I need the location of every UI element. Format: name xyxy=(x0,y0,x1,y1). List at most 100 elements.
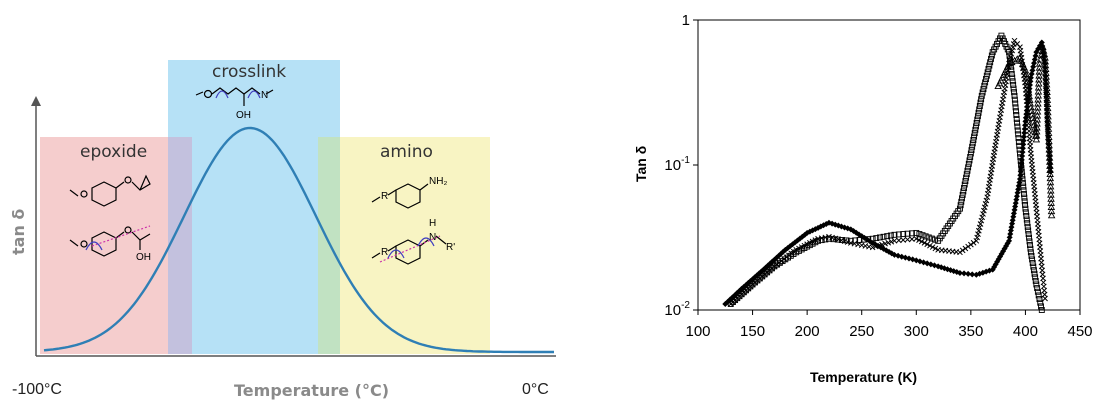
data-point xyxy=(869,244,876,251)
data-point xyxy=(1023,216,1030,223)
data-point xyxy=(998,250,1005,257)
epoxide-reacted-structure-icon xyxy=(69,225,151,257)
data-point xyxy=(1033,111,1042,119)
data-point xyxy=(1033,107,1042,115)
data-point xyxy=(1031,270,1038,277)
data-point xyxy=(961,181,968,188)
data-point xyxy=(1042,80,1051,88)
data-point xyxy=(834,236,841,243)
data-point xyxy=(1038,303,1044,310)
data-point xyxy=(860,236,867,243)
data-point xyxy=(1045,141,1053,149)
data-point xyxy=(1043,104,1052,112)
data-point xyxy=(1008,58,1016,66)
data-point xyxy=(1045,149,1054,157)
data-point xyxy=(1014,127,1021,134)
amino-r-label: R xyxy=(381,191,388,202)
data-point xyxy=(733,290,740,297)
data-point xyxy=(1035,67,1044,75)
data-point xyxy=(1012,104,1019,111)
x-start-label: -100°C xyxy=(12,381,62,398)
data-point xyxy=(958,198,965,205)
data-point xyxy=(839,237,846,243)
data-point xyxy=(1032,135,1041,143)
data-point xyxy=(965,243,971,250)
data-point xyxy=(974,113,981,120)
data-point xyxy=(1009,78,1016,85)
data-point xyxy=(815,237,822,244)
data-point xyxy=(1009,74,1016,81)
data-point xyxy=(1045,157,1054,165)
data-point xyxy=(988,52,995,59)
data-point xyxy=(1035,75,1043,83)
data-point xyxy=(975,109,982,116)
data-point xyxy=(1021,194,1028,201)
data-point xyxy=(1023,212,1030,219)
data-point xyxy=(1046,178,1055,186)
data-point xyxy=(1043,100,1052,108)
crosslink-structure-icon xyxy=(195,87,274,106)
data-point xyxy=(1047,194,1055,202)
data-point xyxy=(1025,231,1032,238)
data-point xyxy=(1037,299,1044,306)
data-point xyxy=(1018,168,1025,175)
data-point xyxy=(891,251,898,258)
data-point xyxy=(764,262,771,269)
data-point xyxy=(963,171,970,178)
data-point xyxy=(957,249,963,256)
data-point xyxy=(1034,87,1043,95)
data-point xyxy=(1044,124,1053,132)
data-point xyxy=(1043,95,1052,103)
data-point xyxy=(913,235,920,242)
data-point xyxy=(1019,176,1026,183)
data-point xyxy=(979,214,986,221)
data-point xyxy=(913,229,920,236)
data-point xyxy=(956,205,963,212)
crosslink-region xyxy=(168,60,340,354)
data-point xyxy=(988,55,994,62)
data-point xyxy=(981,207,987,214)
left-y-axis-title: tan δ xyxy=(9,209,28,255)
data-point xyxy=(1041,65,1050,73)
data-point xyxy=(1034,99,1042,107)
data-point xyxy=(900,231,907,238)
data-point xyxy=(981,82,988,89)
data-point xyxy=(902,254,909,261)
data-point xyxy=(916,231,923,238)
data-point xyxy=(873,235,880,242)
data-point xyxy=(982,79,989,86)
data-point xyxy=(1010,210,1017,217)
amino-label: amino xyxy=(380,142,433,162)
x-tick-label: 200 xyxy=(795,323,820,340)
x-tick-label: 450 xyxy=(1067,323,1092,340)
data-point xyxy=(1016,146,1023,153)
data-point xyxy=(1026,238,1033,245)
data-point xyxy=(1021,126,1028,133)
data-point xyxy=(961,270,968,277)
data-point xyxy=(1013,112,1020,119)
data-point xyxy=(887,232,894,239)
data-point xyxy=(1016,179,1023,186)
data-point xyxy=(1044,120,1053,128)
amino-reacted-h-label: H xyxy=(429,218,436,229)
data-point xyxy=(777,250,784,257)
data-point xyxy=(769,258,776,265)
data-point xyxy=(1029,256,1036,263)
amino-monomer-structure-icon xyxy=(371,183,429,209)
data-point xyxy=(1014,123,1021,130)
data-point xyxy=(856,237,863,243)
data-point xyxy=(1027,249,1034,256)
data-point xyxy=(1022,205,1029,212)
data-point xyxy=(980,211,986,217)
data-point xyxy=(1045,133,1053,140)
data-point xyxy=(1014,119,1021,126)
amino-reacted-r-label: R xyxy=(381,247,388,258)
data-point xyxy=(1033,123,1041,131)
epoxide-label: epoxide xyxy=(80,142,147,162)
data-point xyxy=(787,243,794,250)
x-end-label: 0°C xyxy=(522,381,549,398)
data-point xyxy=(882,240,888,247)
amino-reacted-structure-icon xyxy=(371,235,447,265)
data-point xyxy=(966,157,973,164)
